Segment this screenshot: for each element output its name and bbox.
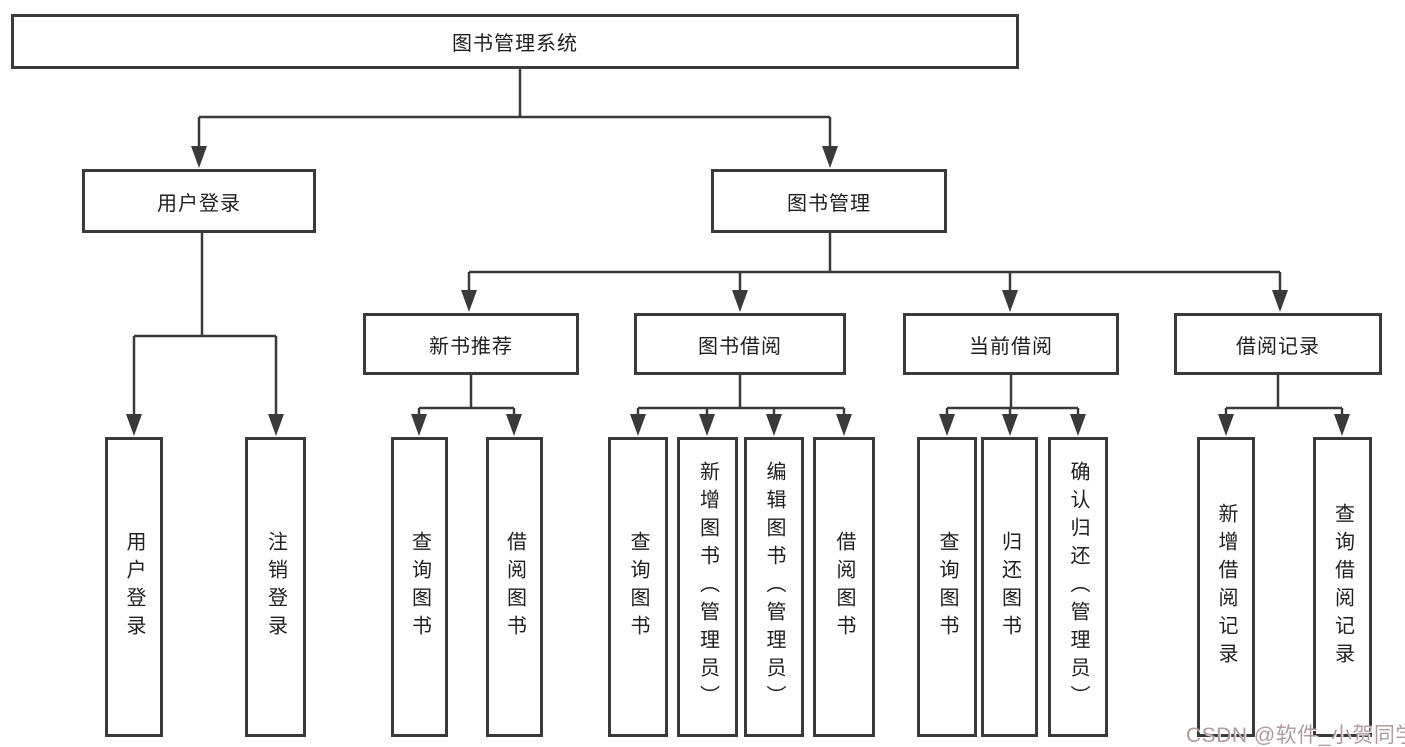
node-leaf-borrow-book: 借阅图书: [813, 437, 875, 737]
arrow-down-icon: [822, 146, 838, 168]
node-label: 借阅图书: [503, 531, 526, 643]
node-label: 注销登录: [264, 531, 287, 643]
node-label: 编辑图书（管理员）: [763, 461, 785, 713]
node-label: 新增图书（管理员）: [696, 461, 719, 713]
node-book-management: 图书管理: [711, 169, 947, 233]
node-label: 查询图书: [408, 531, 431, 643]
node-new-book-recommend: 新书推荐: [363, 313, 579, 375]
node-current-borrow: 当前借阅: [903, 313, 1119, 375]
arrow-down-icon: [506, 414, 522, 436]
node-leaf-query-book: 查询图书: [608, 437, 668, 737]
node-label: 借阅记录: [1236, 335, 1320, 358]
node-label: 查询借阅记录: [1331, 503, 1354, 671]
node-root-system: 图书管理系统: [11, 14, 1019, 69]
arrow-down-icon: [126, 414, 142, 436]
arrow-down-icon: [411, 414, 427, 436]
arrow-down-icon: [1070, 414, 1086, 436]
node-leaf-user-login: 用户登录: [105, 437, 163, 737]
node-user-login: 用户登录: [82, 169, 316, 233]
node-label: 归还图书: [998, 531, 1021, 643]
arrow-down-icon: [630, 414, 646, 436]
node-label: 用户登录: [123, 531, 145, 643]
node-leaf-confirm-return-admin: 确认归还（管理员）: [1048, 437, 1108, 737]
node-label: 图书管理: [787, 192, 871, 215]
node-label: 图书管理系统: [452, 33, 578, 55]
node-label: 新书推荐: [429, 335, 513, 358]
arrow-down-icon: [939, 414, 955, 436]
csdn-watermark: CSDN @软件_小贺同学: [1186, 724, 1405, 747]
node-borrow-record: 借阅记录: [1174, 313, 1382, 375]
node-leaf-query-book: 查询图书: [391, 437, 448, 737]
arrow-down-icon: [191, 146, 207, 168]
node-label: 查询图书: [627, 531, 649, 643]
node-label: 借阅图书: [833, 531, 855, 643]
node-leaf-edit-book-admin: 编辑图书（管理员）: [744, 437, 804, 737]
arrow-down-icon: [1002, 414, 1018, 436]
node-label: 确认归还（管理员）: [1067, 461, 1089, 713]
arrow-down-icon: [1334, 414, 1350, 436]
node-leaf-query-borrow-record: 查询借阅记录: [1313, 437, 1372, 737]
node-leaf-add-borrow-record: 新增借阅记录: [1197, 437, 1255, 737]
node-leaf-query-book: 查询图书: [917, 437, 977, 737]
arrow-down-icon: [1002, 290, 1018, 312]
arrow-down-icon: [836, 414, 852, 436]
arrow-down-icon: [766, 414, 782, 436]
node-label: 新增借阅记录: [1215, 503, 1237, 671]
arrow-down-icon: [1218, 414, 1234, 436]
arrow-down-icon: [732, 290, 748, 312]
node-leaf-borrow-book: 借阅图书: [486, 437, 543, 737]
node-label: 用户登录: [157, 192, 241, 215]
node-label: 图书借阅: [698, 335, 782, 358]
arrow-down-icon: [1272, 290, 1288, 312]
arrow-down-icon: [699, 414, 715, 436]
node-leaf-add-book-admin: 新增图书（管理员）: [677, 437, 738, 737]
arrow-down-icon: [461, 290, 477, 312]
node-leaf-logout: 注销登录: [245, 437, 306, 737]
node-book-borrow: 图书借阅: [634, 313, 846, 375]
node-label: 查询图书: [936, 531, 958, 643]
arrow-down-icon: [268, 414, 284, 436]
node-leaf-return-book: 归还图书: [981, 437, 1038, 737]
arrowheads: [126, 146, 1350, 436]
node-label: 当前借阅: [969, 335, 1053, 358]
